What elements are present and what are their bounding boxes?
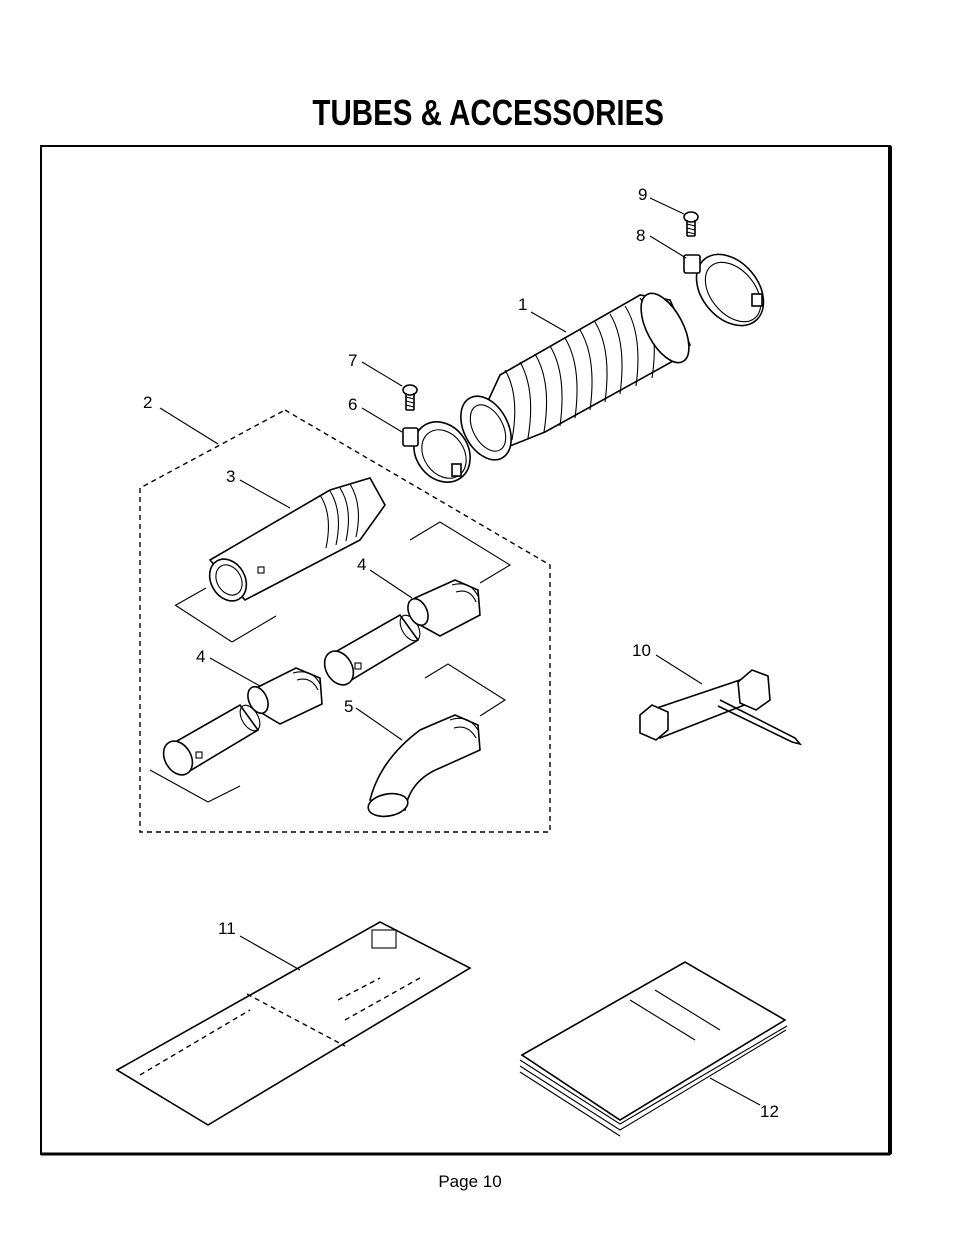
screw-part-9 — [683, 211, 699, 237]
callout-2: 2 — [143, 393, 152, 412]
callout-9: 9 — [638, 185, 647, 204]
callout-4-upper: 4 — [357, 555, 366, 574]
curved-nozzle-part-5 — [367, 663, 507, 818]
callout-7: 7 — [348, 351, 357, 370]
spark-plug-wrench-part-10 — [639, 669, 803, 746]
straight-tube — [323, 521, 512, 686]
callout-5: 5 — [344, 697, 353, 716]
page-number: Page 10 — [438, 1172, 502, 1191]
callout-8: 8 — [636, 226, 645, 245]
operator-manual-part-12 — [519, 961, 788, 1137]
callout-11: 11 — [218, 919, 236, 938]
page-title: TUBES & ACCESSORIES — [312, 92, 664, 133]
flex-hose-part-1 — [460, 292, 691, 461]
nozzle-part-4-lower — [247, 667, 323, 725]
callout-10: 10 — [632, 641, 651, 660]
hose-clamp-part-6 — [402, 421, 471, 483]
tube-kit-outline-part-2 — [139, 409, 551, 833]
lower-tube — [149, 703, 261, 803]
callout-1: 1 — [518, 295, 527, 314]
warranty-card-part-11 — [115, 921, 472, 1126]
hose-clamp-part-8 — [683, 253, 765, 327]
screw-part-7 — [402, 384, 418, 411]
nozzle-part-4-upper — [407, 579, 481, 637]
blower-tube-part-3 — [174, 477, 386, 643]
callout-3: 3 — [226, 467, 235, 486]
callout-4-lower: 4 — [196, 647, 205, 666]
leader-lines — [159, 197, 761, 1106]
callout-6: 6 — [348, 395, 357, 414]
callout-12: 12 — [760, 1102, 779, 1121]
